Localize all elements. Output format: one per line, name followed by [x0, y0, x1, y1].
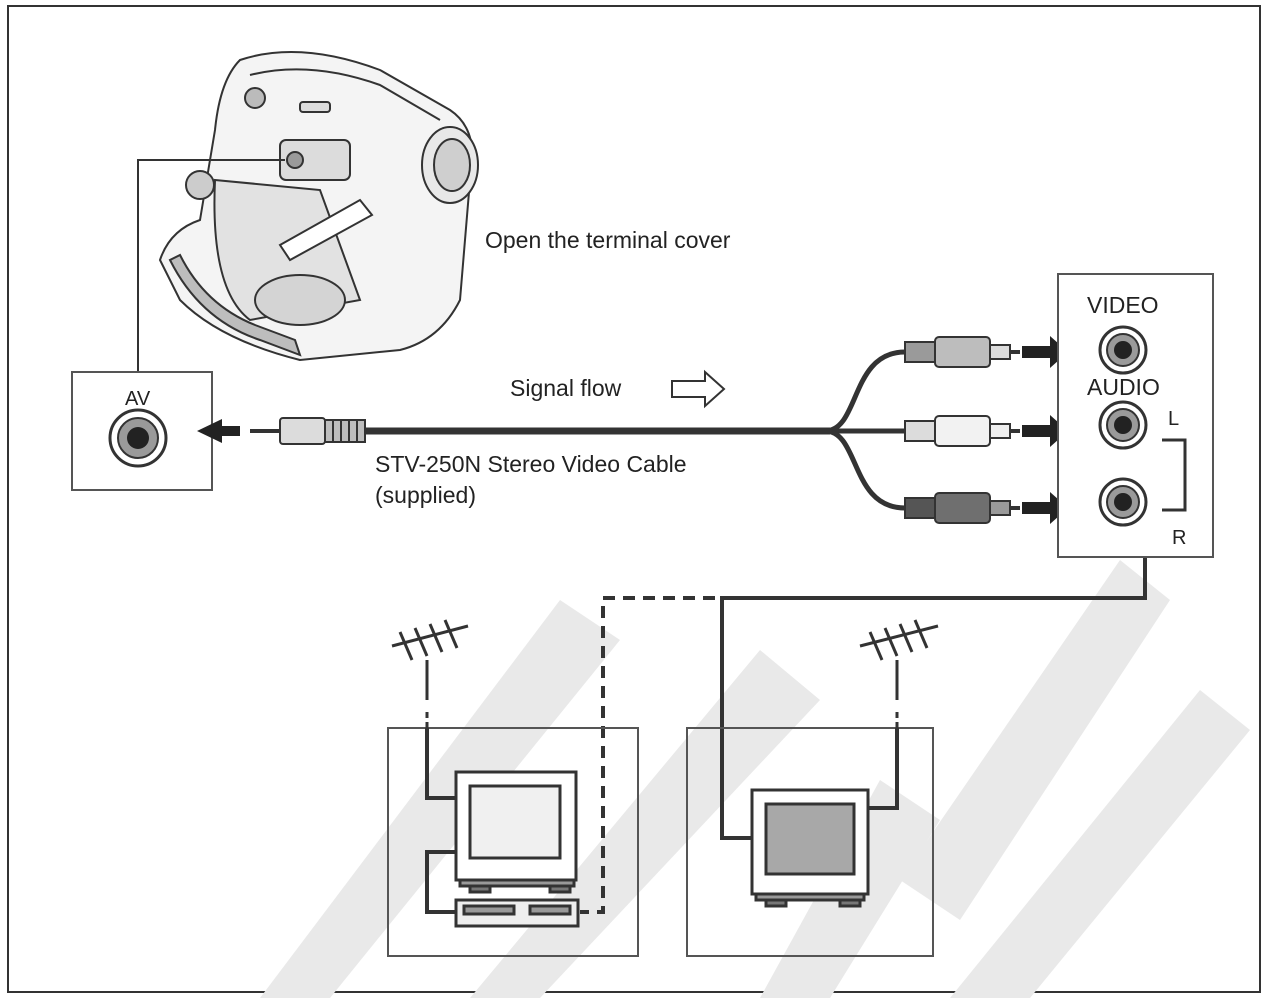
tv-jack-icons	[1098, 325, 1148, 527]
antenna-icon-right	[859, 619, 939, 700]
tv-panel-connection	[720, 558, 1147, 840]
rca-plug-icon	[904, 336, 1020, 524]
vcr-icon	[454, 898, 580, 928]
tv-box-right	[686, 727, 934, 957]
cable-note: (supplied)	[375, 482, 476, 508]
arrow-to-av	[197, 419, 240, 443]
right-label: R	[1172, 527, 1186, 549]
tv-to-vcr-left	[425, 850, 456, 914]
cable-name: STV-250N Stereo Video Cable	[375, 451, 687, 477]
cable-branches	[824, 349, 906, 511]
antenna-icon	[391, 619, 469, 700]
arrows-to-tv	[1022, 336, 1068, 524]
camcorder-note: Open the terminal cover	[485, 227, 731, 253]
tv-icon-right	[750, 788, 870, 908]
arrow-outline-icon	[671, 369, 726, 409]
left-label: L	[1168, 408, 1179, 430]
vcr-dashed-connection	[580, 596, 715, 914]
camcorder-icon	[158, 51, 479, 362]
tv-icon	[454, 770, 578, 894]
av-jack-icon	[108, 408, 168, 468]
audio-bracket	[1162, 438, 1187, 512]
tv-vcr-box	[387, 727, 639, 957]
signal-flow-label: Signal flow	[510, 375, 622, 401]
video-label: VIDEO	[1087, 292, 1159, 318]
antenna-to-tv-left	[425, 728, 456, 800]
stereo-mini-plug-icon	[250, 417, 366, 445]
av-port-label: AV	[125, 388, 151, 410]
antenna-to-tv-right	[868, 728, 899, 810]
callout-line	[137, 159, 285, 372]
audio-label: AUDIO	[1087, 374, 1160, 400]
